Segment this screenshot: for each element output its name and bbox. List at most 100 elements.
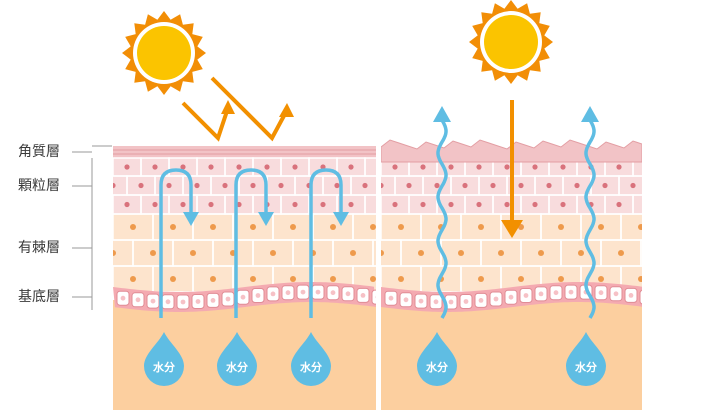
cell-nucleus [113,182,116,189]
cell-nucleus [236,164,242,170]
cell-nucleus [392,164,398,170]
label-granular-layer: 顆粒層 [18,178,60,194]
cell-nucleus [420,164,426,170]
stratum-corneum-left [113,146,376,158]
cell-nucleus [370,224,376,230]
cell-nucleus [138,182,144,189]
granular-cell [364,194,376,215]
sun-core [484,15,538,69]
granular-cell [632,157,642,177]
cell-nucleus [250,224,256,230]
cell-nucleus [546,182,552,189]
cell-nucleus [598,290,604,296]
cell-nucleus [644,164,649,169]
spinous-cell [640,239,642,267]
water-drop-shape [291,332,331,386]
cell-nucleus [498,250,504,256]
granular-cell [364,157,376,177]
cell-nucleus [166,182,172,189]
cell-nucleus [478,224,484,230]
sun-icon-left [122,11,206,95]
water-drops: 水分水分水分水分水分 [144,332,606,386]
cell-nucleus [433,299,439,305]
cell-nucleus [518,182,524,189]
basal-cell [371,289,376,305]
cell-nucleus [292,201,298,208]
cell-nucleus [532,164,538,170]
cell-nucleus [264,164,270,170]
cell-nucleus [638,276,642,282]
cell-nucleus [560,164,566,170]
cell-nucleus [360,293,366,298]
cell-nucleus [362,182,368,189]
water-drop-label: 水分 [426,360,448,374]
cell-nucleus [518,276,524,282]
damaged-skin-panel [381,139,664,410]
cell-nucleus [381,250,384,256]
cell-nucleus [334,182,340,189]
moisture-retained-arrows [159,168,343,318]
uv-arrow-reflect-1 [181,101,230,142]
cell-nucleus [388,295,394,301]
sun-core [137,26,191,80]
cell-nucleus [170,276,176,282]
cell-nucleus [330,290,336,296]
cell-nucleus [558,276,564,282]
cell-nucleus [240,294,246,300]
cell-nucleus [613,291,619,297]
cell-nucleus [392,201,398,208]
moisture-arrow-1 [159,168,193,318]
water-drop-shape [417,332,457,386]
basal-cell [639,289,642,305]
water-drop-icon: 水分 [566,332,606,386]
cell-nucleus [195,299,201,304]
cell-nucleus [630,182,636,189]
label-stratum-corneum: 角質層 [18,144,60,160]
uv-arrowhead-2 [279,103,294,117]
cell-nucleus [658,250,664,256]
cell-nucleus [616,201,622,208]
cell-nucleus [418,250,424,256]
uv-arrowhead-1 [221,100,235,114]
cell-nucleus [225,296,231,302]
cell-nucleus [120,295,126,301]
cell-nucleus [508,294,514,300]
sun-icon-right [469,0,553,84]
moisture-arrowheads-left [183,212,349,226]
cell-nucleus [458,250,464,256]
cell-nucleus [330,276,336,282]
cell-nucleus [553,290,559,296]
cell-nucleus [398,276,404,282]
cell-nucleus [348,164,354,170]
cell-nucleus [523,293,529,298]
cell-nucleus [150,298,156,304]
cell-nucleus [538,291,544,297]
cell-nucleus [478,298,484,303]
dermis-right [381,300,642,410]
cell-nucleus [180,299,186,305]
cell-nucleus [538,250,544,256]
cell-nucleus [462,182,468,189]
cell-nucleus [375,295,376,299]
spinous-cell [372,239,376,267]
cell-nucleus [490,182,496,189]
water-drop-shape [217,332,257,386]
cell-nucleus [270,291,276,297]
cell-nucleus [210,224,216,230]
cell-nucleus [290,224,296,230]
moisture-arrowheads-right [433,106,599,122]
cell-nucleus [448,164,454,170]
cell-nucleus [208,164,214,170]
cell-nucleus [376,202,381,207]
water-drop-icon: 水分 [417,332,457,386]
cell-nucleus [463,299,469,304]
label-basal-layer: 基底層 [18,289,60,305]
cell-grid-right [381,157,664,293]
basal-cells-left [116,284,376,310]
water-drop-shape [566,332,606,386]
healthy-skin-panel [113,146,381,410]
cell-nucleus [532,201,538,208]
cell-nucleus [418,298,424,304]
cell-nucleus [135,297,141,303]
